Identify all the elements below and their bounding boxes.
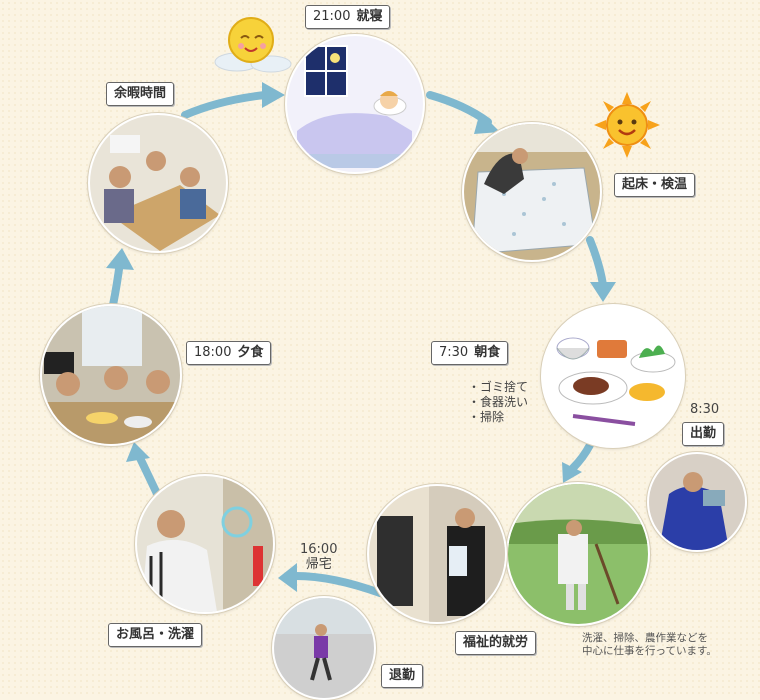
label-wakeup: 起床・検温 [614, 173, 696, 197]
wakeup-photo [462, 122, 602, 262]
sleep-photo [285, 34, 425, 174]
return-info: 16:00 帰宅 [300, 542, 338, 572]
bath-photo [135, 474, 275, 614]
sun-icon [594, 92, 660, 158]
label-free-time: 余暇時間 [106, 82, 175, 106]
commute-photo [647, 452, 747, 552]
dinner-photo [40, 304, 182, 446]
work-photo [506, 482, 650, 626]
leave-photo [367, 484, 507, 624]
arrow-work-to-bath [288, 571, 384, 597]
breakfast-tasks: ・ゴミ捨て ・食器洗い ・掃除 [468, 380, 529, 424]
free-time-photo [88, 113, 228, 253]
moon-icon [214, 17, 292, 73]
commute-time: 8:30 [690, 402, 720, 417]
arrow-breakfast-to-work [569, 441, 594, 472]
return-photo [272, 596, 376, 700]
arrow-free-to-sleep [181, 91, 269, 119]
arrow-wake-to-breakfast [586, 236, 607, 289]
label-commute: 出勤 [682, 422, 725, 446]
work-description: 洗濯、掃除、農作業などを 中心に仕事を行っています。 [582, 632, 717, 657]
breakfast-illustration [541, 304, 685, 448]
label-work: 福祉的就労 [455, 631, 537, 655]
label-leave: 退勤 [381, 664, 424, 688]
label-bath: お風呂・洗濯 [108, 623, 203, 647]
